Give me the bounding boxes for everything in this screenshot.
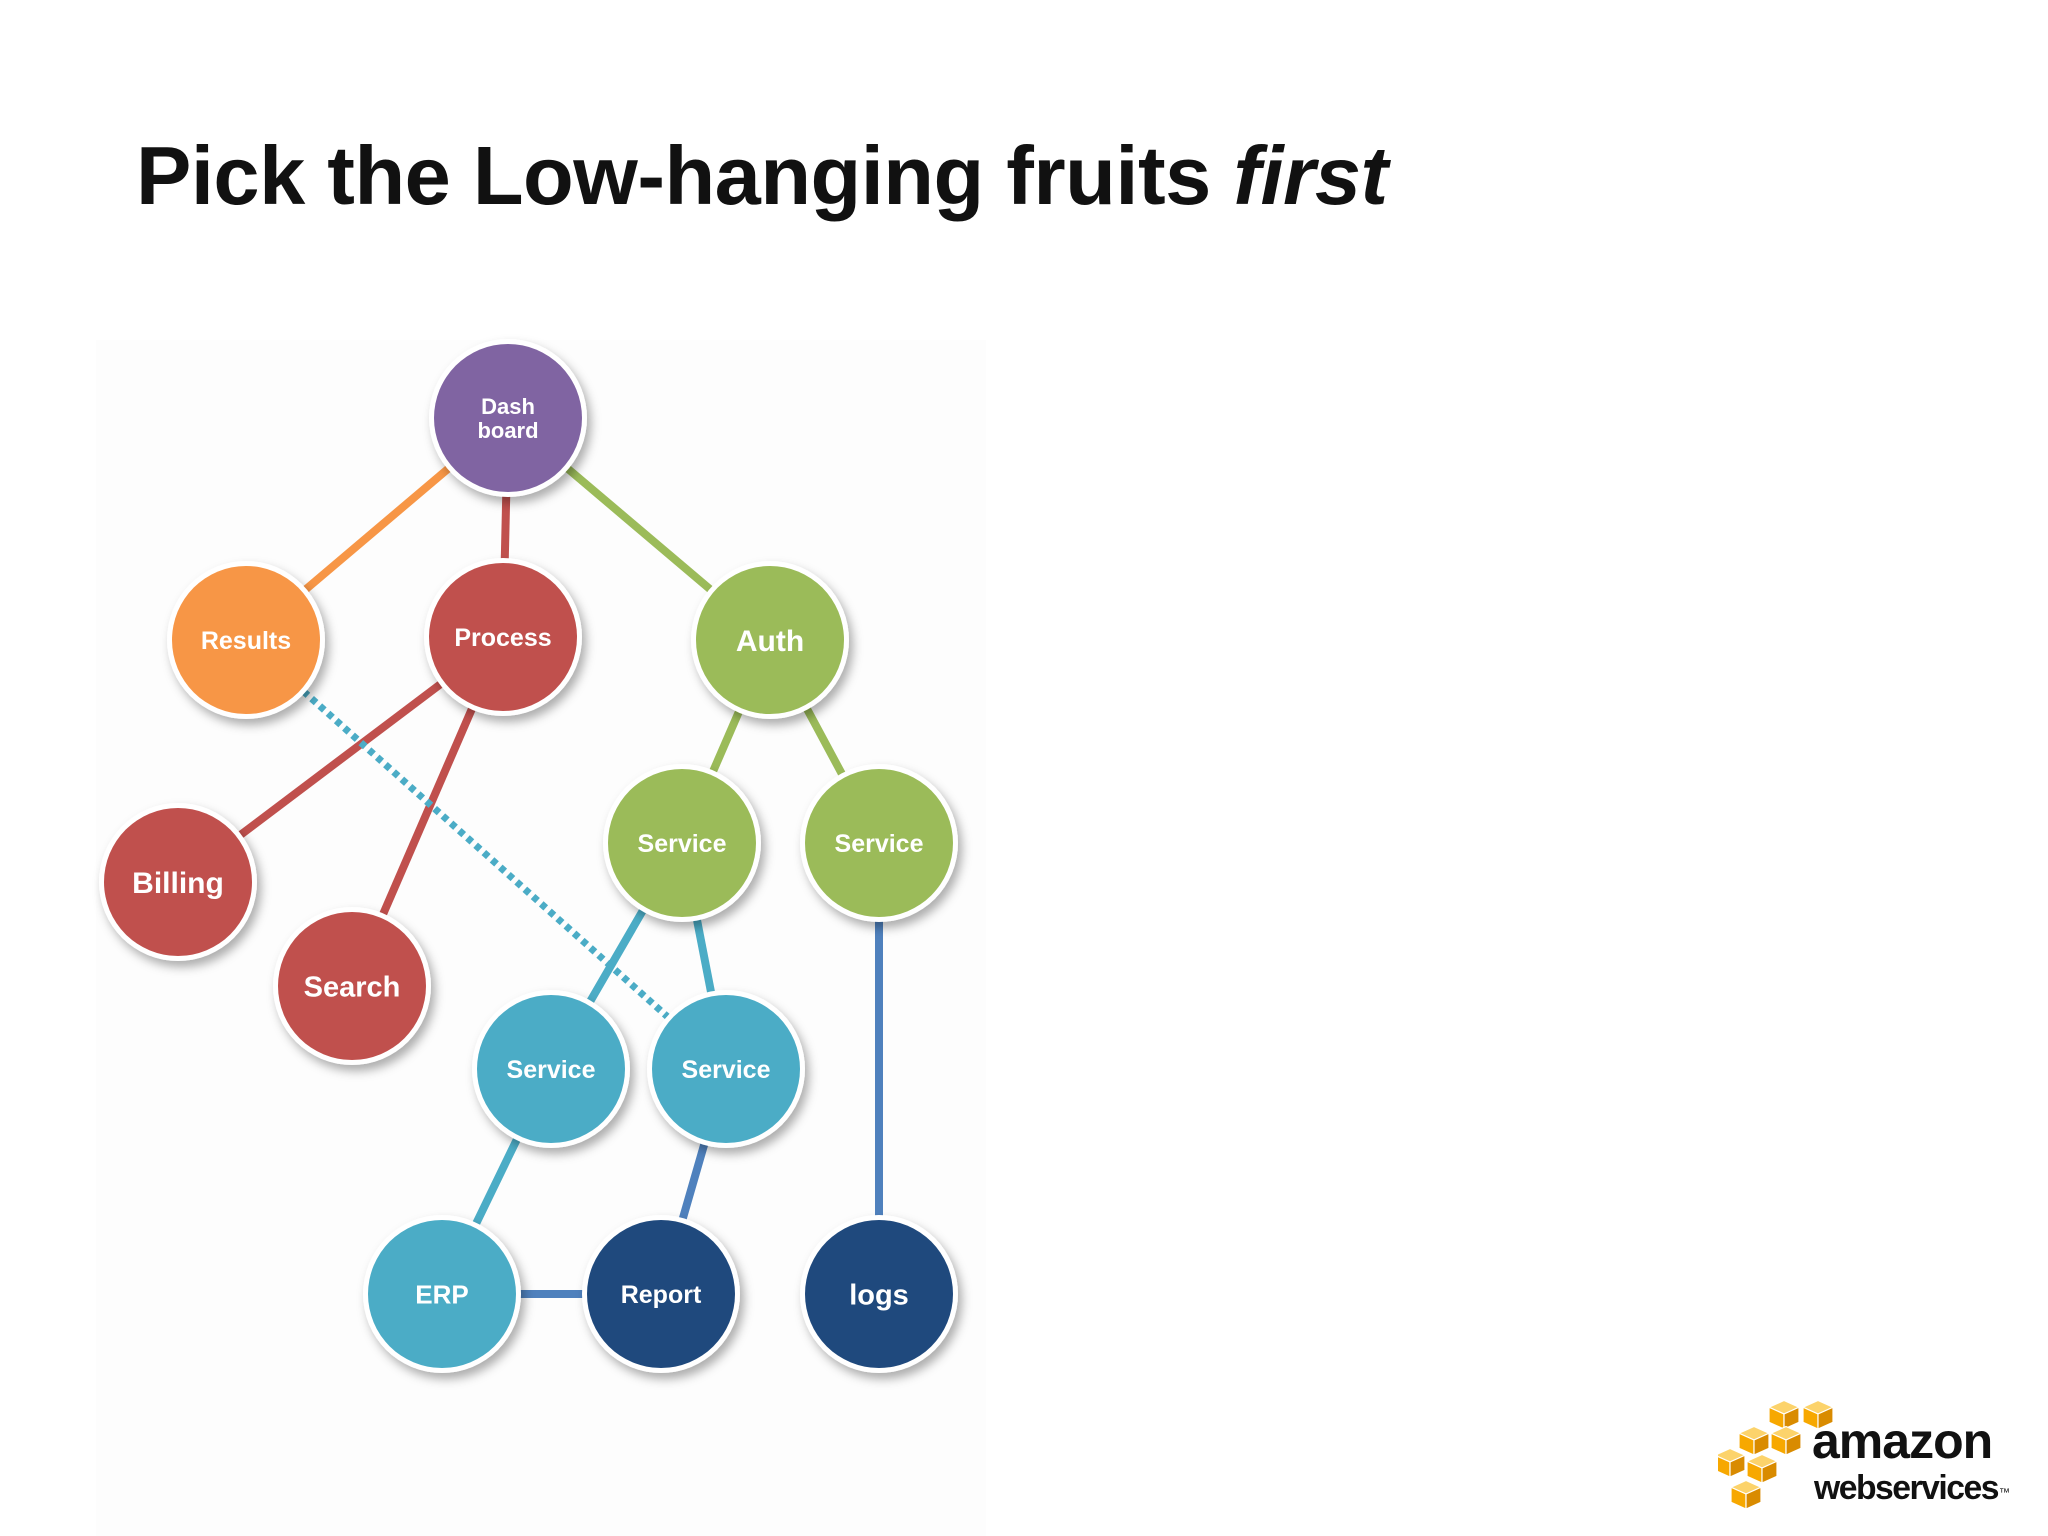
node-label: Service — [682, 1056, 771, 1084]
node-label: Dash — [481, 394, 535, 419]
node-label: Report — [621, 1281, 702, 1309]
node-erp: ERP — [363, 1215, 521, 1373]
node-label: Service — [638, 830, 727, 858]
node-auth: Auth — [691, 561, 849, 719]
aws-logo-word-amazon: amazon — [1812, 1413, 1992, 1469]
aws-cube-shape — [1767, 1399, 1801, 1430]
node-label: Service — [507, 1056, 596, 1084]
node-circle — [434, 344, 582, 492]
slide-title: Pick the Low-hanging fruits first — [136, 128, 1388, 224]
node-process: Process — [424, 558, 582, 716]
aws-logo: amazon webservices ™ — [1718, 1399, 2010, 1510]
node-billing: Billing — [99, 803, 257, 961]
edges-layer — [175, 414, 883, 1298]
aws-cube-shape — [1745, 1453, 1779, 1484]
aws-cube-shape — [1769, 1425, 1803, 1456]
node-logs: logs — [800, 1215, 958, 1373]
node-circle — [172, 566, 320, 714]
node-service-green-2: Service — [800, 764, 958, 922]
node-search: Search — [273, 907, 431, 1065]
aws-logo-trademark: ™ — [1999, 1487, 2010, 1499]
node-results: Results — [167, 561, 325, 719]
aws-cube-shape — [1729, 1479, 1763, 1510]
node-circle — [805, 1220, 953, 1368]
node-label: logs — [849, 1279, 909, 1311]
node-circle — [429, 563, 577, 711]
node-report: Report — [582, 1215, 740, 1373]
node-circle — [278, 912, 426, 1060]
node-service-teal-2: Service — [647, 990, 805, 1148]
edge-results-to-service-teal-2 — [243, 637, 729, 1072]
node-label: Billing — [132, 867, 224, 900]
node-service-teal-1: Service — [472, 990, 630, 1148]
aws-cube-shape — [1737, 1425, 1771, 1456]
node-circle — [652, 995, 800, 1143]
title-main-text: Pick the Low-hanging fruits — [136, 129, 1234, 222]
aws-logo-word-webservices: webservices — [1813, 1469, 1999, 1507]
aws-cube-shape — [1801, 1399, 1835, 1430]
node-circle — [477, 995, 625, 1143]
node-circle — [104, 808, 252, 956]
node-service-green-1: Service — [603, 764, 761, 922]
node-circle — [368, 1220, 516, 1368]
aws-cubes-icon — [1718, 1399, 1835, 1510]
aws-cube-shape — [1718, 1447, 1747, 1478]
node-label: Process — [454, 624, 551, 652]
node-label: Results — [201, 627, 291, 655]
node-label: Service — [835, 830, 924, 858]
node-circle — [608, 769, 756, 917]
node-label: Search — [304, 971, 401, 1003]
title-emphasis-text: first — [1233, 129, 1388, 222]
node-label: board — [477, 418, 538, 443]
node-circle — [805, 769, 953, 917]
node-circle — [696, 566, 844, 714]
node-circle — [587, 1220, 735, 1368]
node-label: ERP — [415, 1279, 468, 1309]
node-label: Auth — [736, 625, 804, 658]
